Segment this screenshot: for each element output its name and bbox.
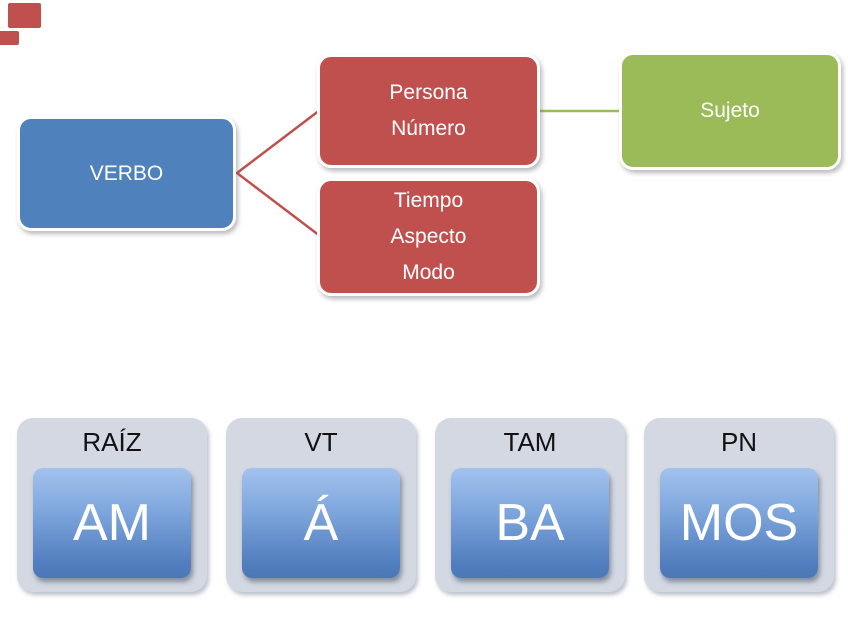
morpheme-chip: Á xyxy=(242,468,400,578)
sujeto-label: Sujeto xyxy=(700,99,760,122)
morpheme-label: TAM xyxy=(503,427,557,457)
morpheme-value: BA xyxy=(495,494,565,552)
morpheme-label: RAÍZ xyxy=(82,427,142,457)
tiempo-aspecto-modo-node: Tiempo Aspecto Modo xyxy=(317,178,540,296)
corner-red-mark-top xyxy=(8,3,41,28)
persona-numero-node: Persona Número xyxy=(317,54,540,168)
morpheme-value: MOS xyxy=(679,494,799,552)
aspecto-line: Aspecto xyxy=(390,225,467,248)
morpheme-chip: MOS xyxy=(660,468,818,578)
morpheme-card-pn: PN MOS xyxy=(644,418,834,592)
numero-line: Número xyxy=(391,117,466,140)
morpheme-chip: BA xyxy=(451,468,609,578)
morpheme-card-raiz: RAÍZ AM xyxy=(17,418,207,592)
morpheme-card-tam: TAM BA xyxy=(435,418,625,592)
modo-line: Modo xyxy=(402,261,455,284)
verbo-node: VERBO xyxy=(17,116,236,231)
tiempo-line: Tiempo xyxy=(393,189,464,212)
morpheme-label: PN xyxy=(720,427,758,457)
morpheme-chip: AM xyxy=(33,468,191,578)
verbo-label: VERBO xyxy=(89,161,164,185)
verbo-branch-connector xyxy=(234,109,321,237)
morpheme-value: AM xyxy=(73,494,151,552)
morpheme-card-vt: VT Á xyxy=(226,418,416,592)
morpheme-value: Á xyxy=(303,494,339,552)
morpheme-label: VT xyxy=(304,427,338,457)
sujeto-node: Sujeto xyxy=(619,52,841,170)
persona-line: Persona xyxy=(389,81,468,104)
corner-red-mark-bottom xyxy=(0,31,19,45)
